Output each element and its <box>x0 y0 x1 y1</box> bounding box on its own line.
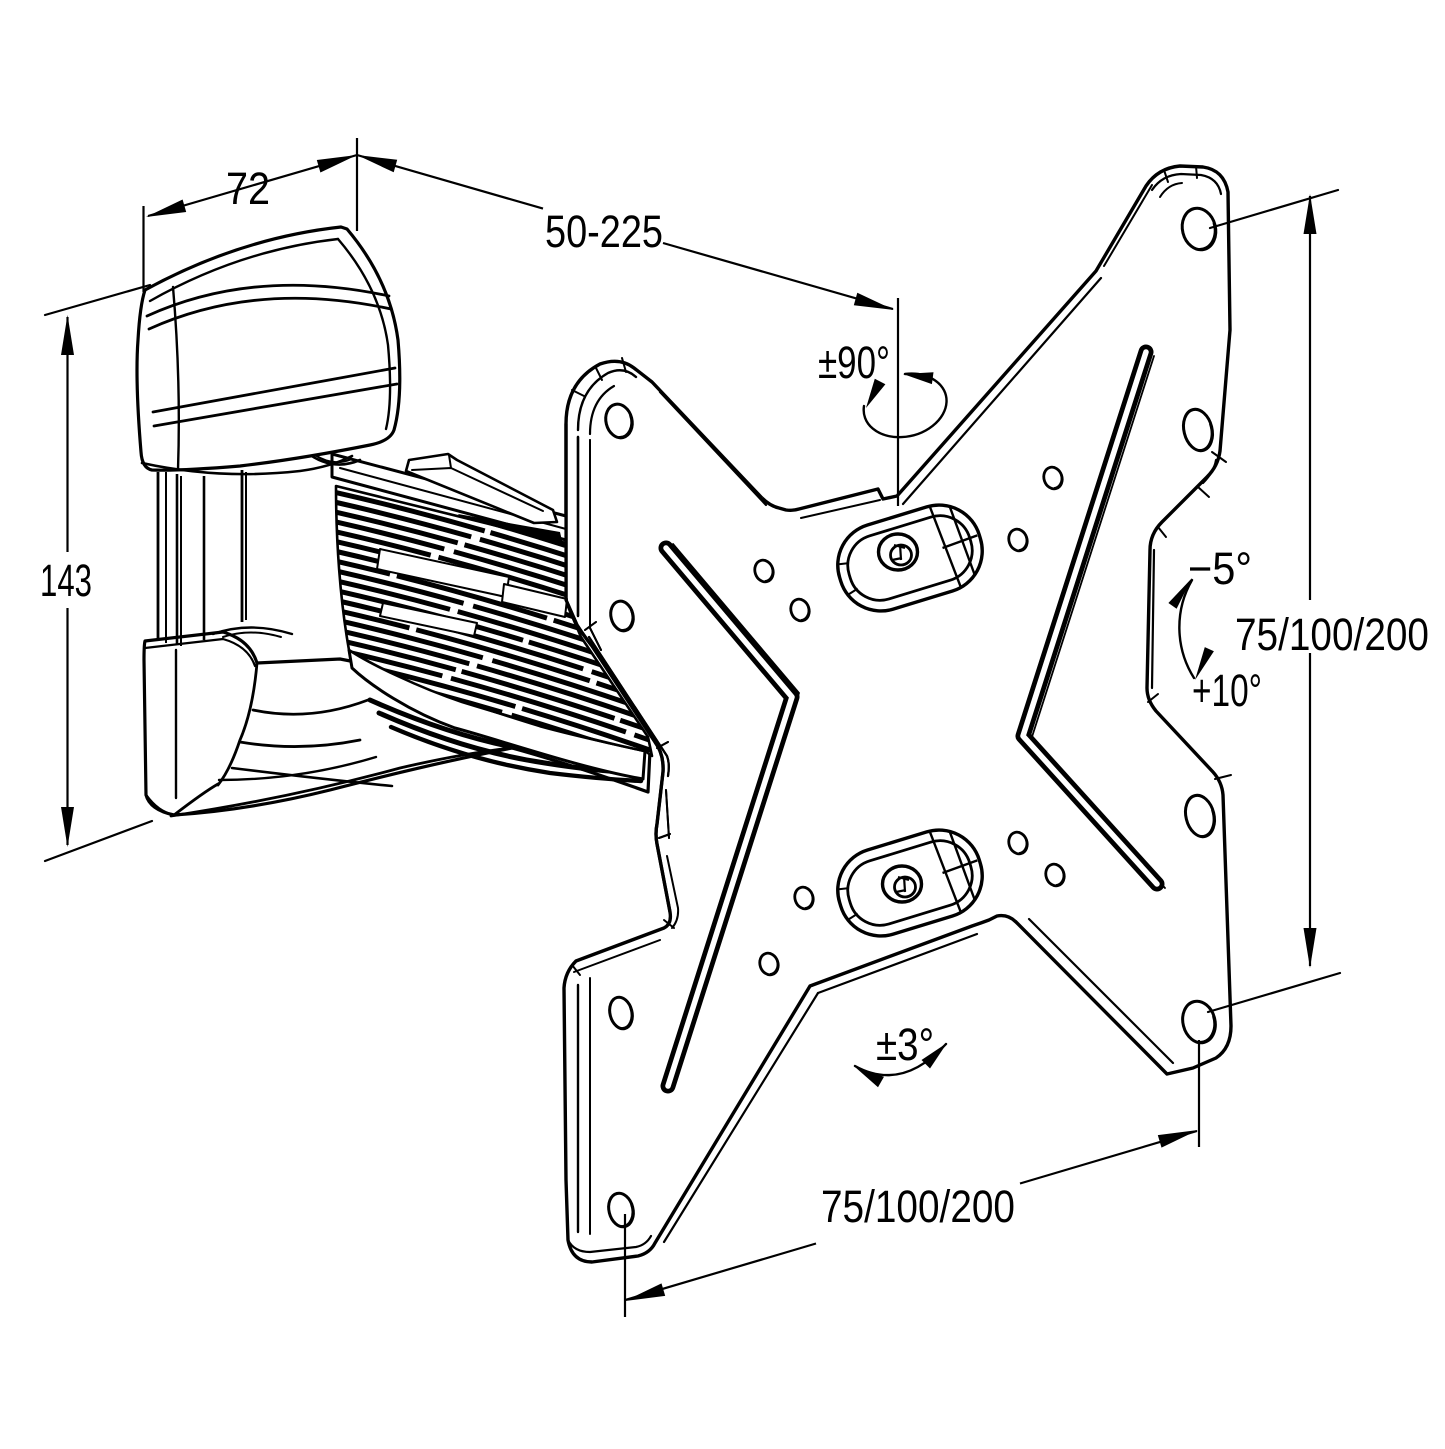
svg-text:−5°: −5° <box>1188 543 1252 594</box>
svg-text:75/100/200: 75/100/200 <box>821 1181 1015 1232</box>
svg-text:±3°: ±3° <box>876 1019 934 1070</box>
svg-text:72: 72 <box>226 163 270 214</box>
svg-text:50-225: 50-225 <box>545 206 663 257</box>
svg-text:143: 143 <box>40 555 92 606</box>
svg-text:75/100/200: 75/100/200 <box>1235 609 1429 660</box>
svg-text:±90°: ±90° <box>818 337 890 388</box>
svg-text:+10°: +10° <box>1192 665 1262 716</box>
